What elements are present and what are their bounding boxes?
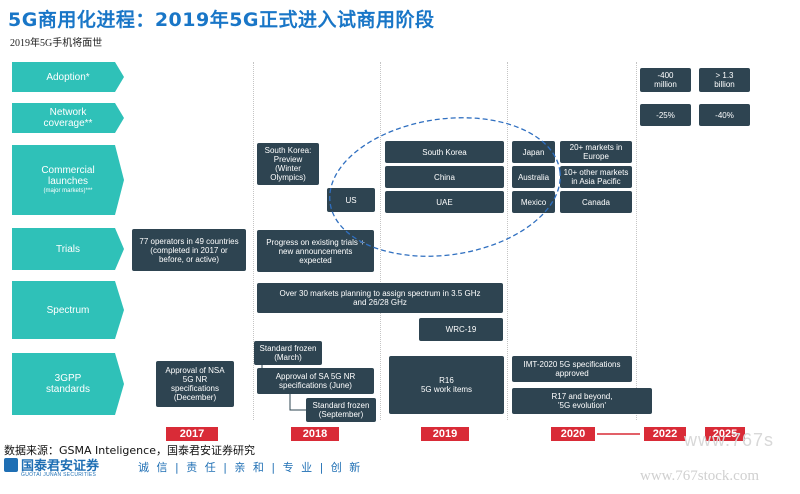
cell-launch-canada: Canada	[560, 191, 632, 213]
row-label-network-coverage: Network coverage**	[12, 103, 124, 133]
row-label-text: Adoption*	[46, 71, 90, 83]
logo-subtext: GUOTAI JUNAN SECURITIES	[21, 472, 97, 478]
cell-3gpp-nsa: Approval of NSA 5G NR specifications (De…	[156, 361, 234, 407]
cell-adoption-2022: -400 million	[640, 68, 691, 92]
row-label-text: 3GPP standards	[46, 373, 90, 395]
row-label-3gpp-standards: 3GPP standards	[12, 353, 124, 415]
cell-launch-europe: 20+ markets in Europe	[560, 141, 632, 163]
page-subtitle: 2019年5G手机将面世	[10, 38, 103, 49]
slogan: 诚 信 | 责 任 | 亲 和 | 专 业 | 创 新	[138, 461, 363, 474]
year-2022: 2022	[644, 427, 686, 441]
cell-3gpp-r17: R17 and beyond, '5G evolution'	[512, 388, 652, 414]
cell-coverage-2025: -40%	[699, 104, 750, 126]
row-label-text: Network coverage**	[43, 107, 93, 129]
cell-3gpp-frozen-september: Standard frozen (September)	[306, 398, 376, 422]
cell-trials-2017: 77 operators in 49 countries (completed …	[132, 229, 246, 271]
row-label-trials: Trials	[12, 228, 124, 270]
cell-launch-australia: Australia	[512, 166, 555, 188]
logo-icon	[4, 458, 18, 472]
cell-launch-china: China	[385, 166, 504, 188]
year-2018: 2018	[291, 427, 339, 441]
cell-launch-south-korea: South Korea	[385, 141, 504, 163]
year-2019: 2019	[421, 427, 469, 441]
cell-launch-mexico: Mexico	[512, 191, 555, 213]
row-label-adoption: Adoption*	[12, 62, 124, 92]
gridline	[380, 62, 381, 420]
page-title: 5G商用化进程：2019年5G正式进入试商用阶段	[8, 9, 435, 31]
cell-spectrum-wrc19: WRC-19	[419, 318, 503, 341]
gridline	[636, 62, 637, 420]
gridline	[253, 62, 254, 420]
row-label-commercial-launches: Commercial launches (major markets)***	[12, 145, 124, 215]
year-2020: 2020	[551, 427, 595, 441]
watermark: www.767s	[684, 430, 775, 450]
cell-launch-south-korea-preview: South Korea: Preview (Winter Olympics)	[257, 143, 319, 185]
cell-spectrum-2018: Over 30 markets planning to assign spect…	[257, 283, 503, 313]
row-label-text: Commercial launches	[41, 165, 95, 187]
cell-3gpp-r16: R16 5G work items	[389, 356, 504, 414]
cell-3gpp-frozen-march: Standard frozen (March)	[254, 341, 322, 365]
year-2017: 2017	[166, 427, 218, 441]
cell-trials-2018: Progress on existing trials + new announ…	[257, 230, 374, 272]
watermark: www.767stock.com	[640, 468, 760, 484]
cell-launch-uae: UAE	[385, 191, 504, 213]
year-2025: 2025	[705, 427, 745, 441]
row-label-spectrum: Spectrum	[12, 281, 124, 339]
cell-launch-asia-pacific: 10+ other markets in Asia Pacific	[560, 166, 632, 188]
logo-text: 国泰君安证券	[21, 459, 100, 474]
cell-3gpp-sa: Approval of SA 5G NR specifications (Jun…	[257, 368, 374, 394]
cell-3gpp-imt2020: IMT-2020 5G specifications approved	[512, 356, 632, 382]
row-sublabel-text: (major markets)***	[43, 188, 93, 194]
cell-coverage-2022: -25%	[640, 104, 691, 126]
cell-launch-japan: Japan	[512, 141, 555, 163]
cell-launch-us: US	[327, 188, 375, 212]
cell-adoption-2025: > 1.3 billion	[699, 68, 750, 92]
connector-line	[289, 394, 306, 411]
source-note: 数据来源：GSMA Inteligence，国泰君安证券研究	[4, 444, 255, 457]
row-label-text: Trials	[55, 243, 81, 255]
row-label-text: Spectrum	[46, 304, 90, 316]
gridline	[507, 62, 508, 420]
